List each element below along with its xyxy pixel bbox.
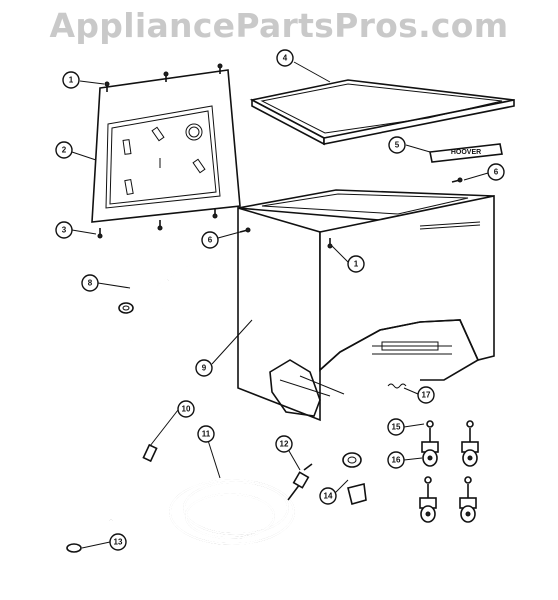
- callout-16: 16: [387, 451, 405, 469]
- screw-icon: [239, 177, 463, 249]
- callout-label: 5: [395, 141, 400, 150]
- callout-13: 13: [109, 533, 127, 551]
- hose-fitting: [342, 452, 367, 505]
- callout-label: 10: [182, 405, 191, 414]
- leader-lines: [71, 61, 489, 549]
- callout-15: 15: [387, 418, 405, 436]
- callout-label: 1: [354, 260, 359, 269]
- hose-clamp: [66, 543, 82, 553]
- callout-3: 3: [55, 221, 73, 239]
- callout-1-cabinet: 1: [347, 255, 365, 273]
- inlet-hose: [85, 336, 160, 521]
- hoover-nameplate: HOOVER: [429, 143, 503, 163]
- back-panel: [91, 63, 241, 239]
- callout-14: 14: [319, 487, 337, 505]
- callout-11: 11: [197, 425, 215, 443]
- callout-4: 4: [276, 49, 294, 67]
- nut-icon: [424, 420, 474, 484]
- callout-label: 11: [202, 430, 211, 439]
- callout-6-right: 6: [487, 163, 505, 181]
- callout-label: 16: [392, 456, 401, 465]
- callout-label: 12: [280, 440, 289, 449]
- drain-hose-coiled: [118, 264, 225, 322]
- callout-label: 6: [208, 236, 213, 245]
- callout-6-left: 6: [201, 231, 219, 249]
- watermark-logo: AppliancePartsPros.com: [49, 6, 509, 45]
- callout-12: 12: [275, 435, 293, 453]
- callout-label: 17: [422, 391, 431, 400]
- callout-label: 4: [283, 54, 288, 63]
- callout-label: 3: [62, 226, 67, 235]
- top-lid: [249, 79, 515, 146]
- screw-icon: [97, 63, 223, 239]
- fill-hose-coiled: [169, 479, 301, 545]
- callout-9: 9: [195, 359, 213, 377]
- callout-8: 8: [81, 274, 99, 292]
- callout-label: 1: [69, 76, 74, 85]
- callout-label: 15: [392, 423, 401, 432]
- callout-10: 10: [177, 400, 195, 418]
- spring-icon: [387, 383, 407, 389]
- nameplate-text: HOOVER: [451, 149, 481, 156]
- callout-label: 2: [62, 146, 67, 155]
- callout-label: 14: [324, 492, 333, 501]
- callout-label: 8: [88, 279, 93, 288]
- callout-17: 17: [417, 386, 435, 404]
- callout-label: 13: [114, 538, 123, 547]
- hose-connector: [292, 463, 313, 489]
- cabinet-body: [237, 177, 495, 422]
- callout-label: 6: [494, 168, 499, 177]
- callout-2: 2: [55, 141, 73, 159]
- callout-label: 9: [202, 364, 207, 373]
- callout-5: 5: [388, 136, 406, 154]
- callout-1: 1: [62, 71, 80, 89]
- caster-wheel-icon: [419, 428, 479, 523]
